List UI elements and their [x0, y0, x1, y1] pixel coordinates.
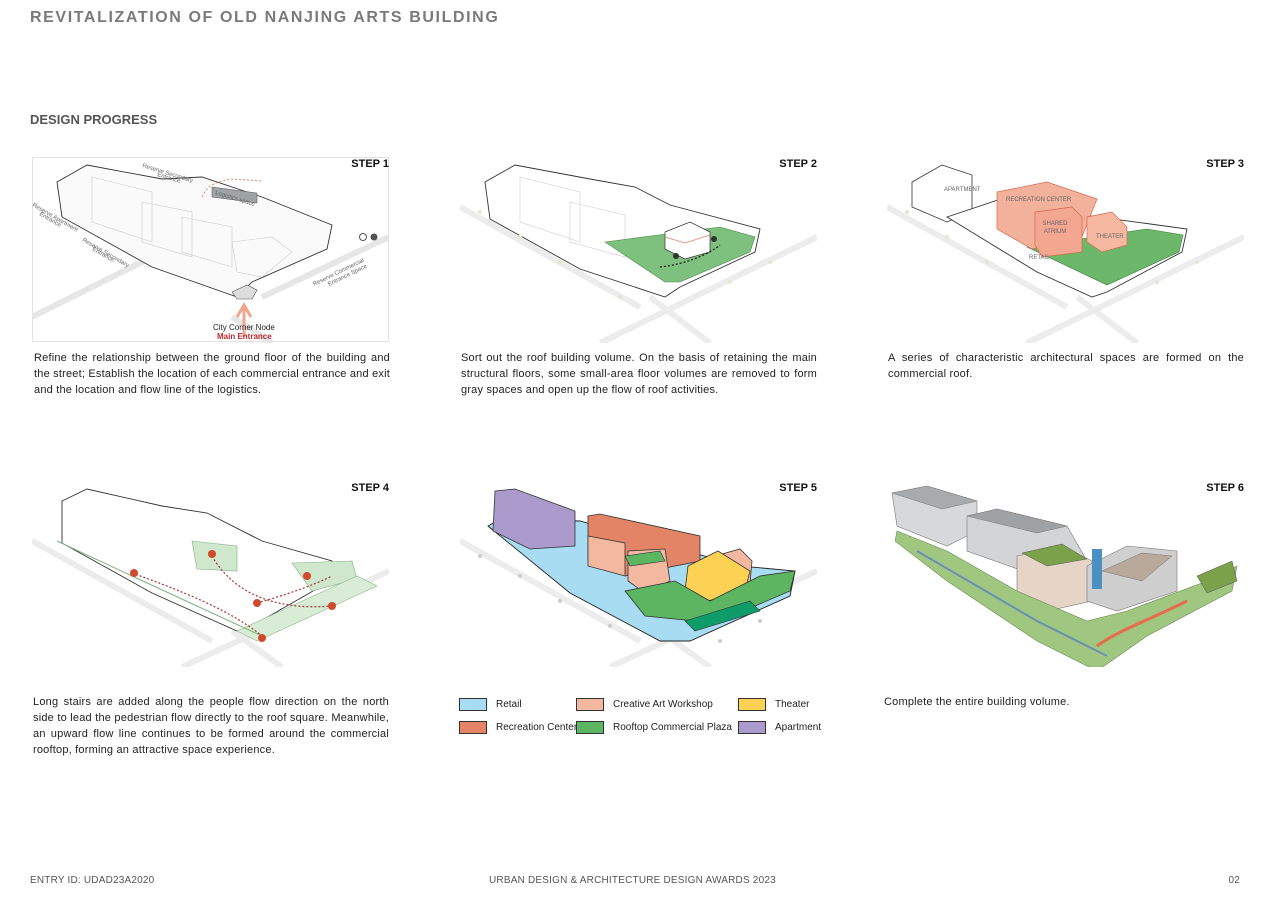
- step-3-label: STEP 3: [1206, 158, 1244, 170]
- legend-item-recreation-center: Recreation Center: [459, 720, 577, 734]
- step-1-diagram: Reserve Secondary Entrance Logistics spa…: [32, 157, 389, 343]
- award-name: URBAN DESIGN & ARCHITECTURE DESIGN AWARD…: [489, 875, 776, 886]
- step-2-diagram: [460, 164, 817, 343]
- recreation-center-annotation: RECREATION CENTER: [1006, 197, 1072, 203]
- apartment-annotation: APARTMENT: [944, 187, 981, 193]
- legend-item-theater: Theater: [738, 697, 809, 711]
- legend-label-theater: Theater: [775, 698, 810, 710]
- step-4-description: Long stairs are added along the people f…: [33, 696, 389, 756]
- step-2-description: Sort out the roof building volume. On th…: [461, 352, 817, 396]
- legend-swatch-retail: [459, 697, 487, 711]
- step-5-legend: Retail Creative Art Workshop Theater Rec…: [459, 696, 839, 741]
- legend-swatch-creative-art-workshop: [576, 697, 604, 711]
- legend-label-apartment: Apartment: [775, 721, 822, 733]
- legend-item-retail: Retail: [459, 697, 522, 711]
- city-corner-node-label: City Corner Node: [213, 323, 275, 332]
- legend-label-rooftop-commercial-plaza: Rooftop Commercial Plaza: [613, 721, 732, 733]
- legend-item-apartment: Apartment: [738, 720, 821, 734]
- step-2-label: STEP 2: [779, 158, 817, 170]
- step-3-description: A series of characteristic architectural…: [888, 352, 1244, 380]
- legend-label-recreation-center: Recreation Center: [496, 721, 578, 733]
- entry-id: ENTRY ID: UDAD23A2020: [30, 875, 155, 886]
- legend-swatch-apartment: [738, 720, 766, 734]
- shared-atrium-annotation: SHARED ATRIUM: [1042, 221, 1068, 235]
- legend-label-creative-art-workshop: Creative Art Workshop: [613, 698, 713, 710]
- step-1-panel: Reserve Secondary Entrance Logistics spa…: [32, 157, 389, 343]
- step-5-panel: STEP 5: [460, 481, 817, 667]
- legend-item-rooftop-commercial-plaza: Rooftop Commercial Plaza: [576, 720, 732, 734]
- legend-label-retail: Retail: [496, 698, 522, 710]
- step-4-panel: STEP 4: [32, 481, 389, 667]
- main-entrance-label: Main Entrance: [217, 332, 272, 341]
- legend-swatch-theater: [738, 697, 766, 711]
- step-5-label: STEP 5: [779, 482, 817, 494]
- page-number: 02: [1228, 875, 1240, 886]
- retail-annotation: RETAIL: [1029, 255, 1050, 261]
- step-6-description: Complete the entire building volume.: [884, 696, 1070, 708]
- legend-swatch-rooftop-commercial-plaza: [576, 720, 604, 734]
- section-title: DESIGN PROGRESS: [30, 112, 158, 127]
- step-3-panel: STEP 3 APARTMENT RECREATION CENTER SHARE…: [887, 157, 1244, 343]
- step-2-panel: STEP 2: [460, 157, 817, 343]
- step-4-label: STEP 4: [351, 482, 389, 494]
- step-4-diagram: [32, 488, 389, 667]
- legend-item-creative-art-workshop: Creative Art Workshop: [576, 697, 713, 711]
- page-title: REVITALIZATION OF OLD NANJING ARTS BUILD…: [30, 9, 500, 26]
- step-6-label: STEP 6: [1206, 482, 1244, 494]
- step-3-diagram: [887, 164, 1244, 343]
- step-6-panel: STEP 6: [887, 481, 1244, 667]
- legend-swatch-recreation-center: [459, 720, 487, 734]
- theater-annotation: THEATER: [1096, 234, 1124, 240]
- step-1-description: Refine the relationship between the grou…: [34, 352, 390, 396]
- step-1-label: STEP 1: [351, 158, 389, 170]
- step-5-diagram: [460, 488, 817, 667]
- step-6-diagram: [891, 485, 1238, 667]
